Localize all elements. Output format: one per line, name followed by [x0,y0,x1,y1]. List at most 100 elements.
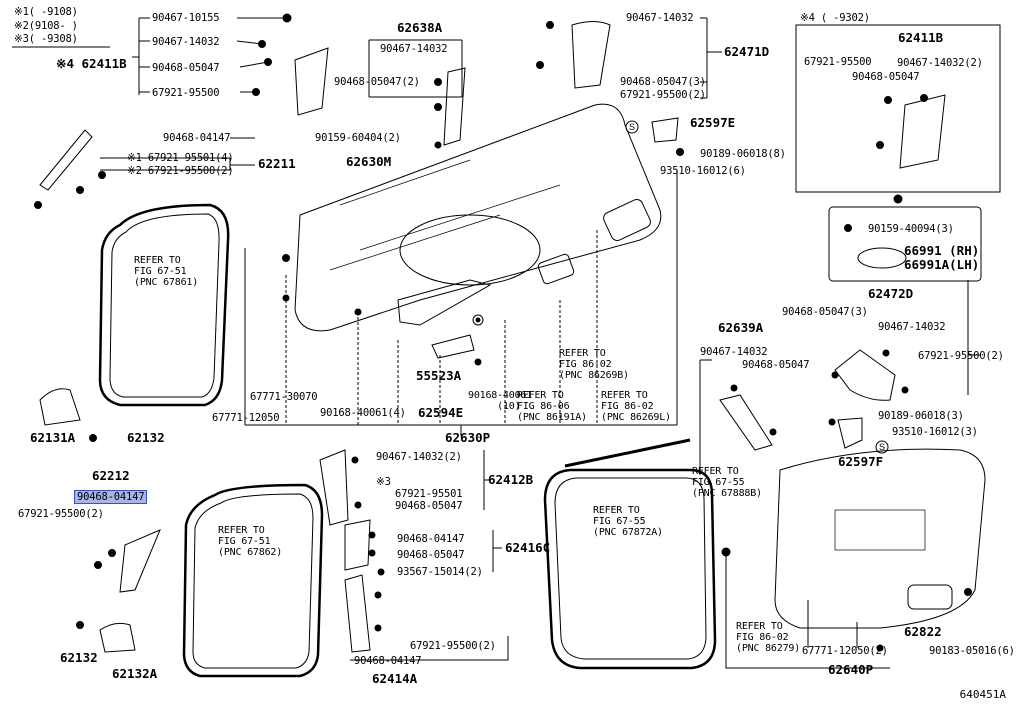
bracket-62630P [244,170,678,436]
part-number-90468-05047[interactable]: 90468-05047(2) [334,76,420,88]
part-number-66991A[interactable]: 66991A(LH) [904,257,980,272]
bracket-62412B [483,450,490,510]
part-number-67921-95500[interactable]: 67921-95500(2) [620,89,706,101]
part-number-62411B-left[interactable]: ※4 62411B [56,56,127,71]
part-number-62472D[interactable]: 62472D [868,286,914,301]
reference-fig-86-02-c[interactable]: REFER TO FIG 86-02 (PNC 86279) [736,621,801,654]
reference-fig-67-51-b[interactable]: REFER TO FIG 67-51 (PNC 67862) [218,525,283,558]
weatherstrip-67872A-inner [554,477,707,660]
part-number-67921-95500[interactable]: 67921-95500 [152,87,220,99]
part-number-90467-14032[interactable]: 90467-14032 [878,321,946,333]
part-number-62131A[interactable]: 62131A [30,430,76,445]
pillar-62411B-variant [899,94,946,169]
part-number-62211[interactable]: 62211 [258,156,296,171]
part-number-62414A[interactable]: 62414A [372,671,418,686]
part-number-62132A[interactable]: 62132A [112,666,158,681]
part-number-93510-16012[interactable]: 93510-16012(3) [892,426,978,438]
part-number-62822[interactable]: 62822 [904,624,942,639]
part-number-90168-40061-4[interactable]: 90168-40061(4) [320,407,406,419]
part-number-90467-14032[interactable]: 90467-14032(2) [376,451,462,463]
pillar-62412B [319,449,349,526]
svg-text:S: S [879,442,885,452]
part-number-62597F[interactable]: 62597F [838,454,884,469]
duct-62822 [907,584,953,610]
part-number-62597E[interactable]: 62597E [690,115,736,130]
part-number-67771-12050[interactable]: 67771-12050 [212,412,280,424]
bracket-62471D [700,17,722,99]
part-number-62416C[interactable]: 62416C [505,540,551,555]
legend-row-2: ※2(9108- ) [14,20,78,32]
part-number-62411B-variant[interactable]: 62411B [898,30,944,45]
part-number-62212[interactable]: 62212 [92,468,130,483]
part-number-93510-16012[interactable]: 93510-16012(6) [660,165,746,177]
part-number-62630M[interactable]: 62630M [346,154,392,169]
cover-62132A [99,622,136,653]
part-number-62471D[interactable]: 62471D [724,44,770,59]
part-number-67771-12050[interactable]: 67771-12050(2) [802,645,888,657]
part-number-67921-95500[interactable]: 67921-95500(2) [410,640,496,652]
symbol-S-top [625,120,639,134]
connector-dot-62640P [721,547,731,557]
part-number-90467-14032[interactable]: 90467-14032 [152,36,220,48]
part-number-90467-14032[interactable]: 90467-14032 [380,43,448,55]
part-number-55523A[interactable]: 55523A [416,368,462,383]
part-number-67921-95500[interactable]: ※2 67921-95500(2) [127,165,234,177]
part-number-62638A[interactable]: 62638A [397,20,443,35]
part-number-90468-05047[interactable]: 90468-05047 [152,62,220,74]
part-number-67921-95501[interactable]: 67921-95501 [395,488,463,500]
part-number-90468-05047[interactable]: 90468-05047 [397,549,465,561]
part-number-62639A[interactable]: 62639A [718,320,764,335]
figure-id: 640451A [959,688,1006,701]
part-number-90183-05016[interactable]: 90183-05016(6) [929,645,1015,657]
part-number-67771-30070[interactable]: 67771-30070 [250,391,318,403]
part-number-90189-06018[interactable]: 90189-06018(3) [878,410,964,422]
connector-dot-panel [472,314,484,326]
part-number-90467-14032[interactable]: 90467-14032(2) [897,57,983,69]
reference-fig-86-02-b[interactable]: REFER TO FIG 86-02 (PNC 86269L) [601,390,671,423]
legend-row-3: ※3( -9308) [14,33,78,45]
part-number-62132[interactable]: 62132 [60,650,98,665]
bracket-55523A [431,334,475,359]
part-number-90468-05047[interactable]: 90468-05047(3) [782,306,868,318]
tray-62594E [397,279,492,326]
part-number-62640P[interactable]: 62640P [828,662,874,677]
part-number-90468-04147[interactable]: 90468-04147 [397,533,465,545]
part-number-90159-60404[interactable]: 90159-60404(2) [315,132,401,144]
part-number-90468-05047[interactable]: 90468-05047 [742,359,810,371]
garnish-62211 [39,129,93,191]
part-number-66991[interactable]: 66991 (RH) [904,243,980,258]
panel-62640P-pocket [834,509,926,551]
pillar-62414A [344,574,371,653]
bracket-62416C [492,530,502,572]
part-number-93567-15014[interactable]: 93567-15014(2) [397,566,483,578]
part-number-62412B[interactable]: 62412B [488,472,534,487]
reference-fig-86-06[interactable]: REFER TO FIG 86-06 (PNC 86191A) [517,390,587,423]
part-number-90468-05047[interactable]: 90468-05047 [395,500,463,512]
part-number-90468-04147[interactable]: 90468-04147 [354,655,422,667]
part-number-90189-06018[interactable]: 90189-06018(8) [700,148,786,160]
part-number-90467-10155[interactable]: 90467-10155 [152,12,220,24]
part-number-67921-95500[interactable]: 67921-95500(2) [918,350,1004,362]
part-number-90467-14032[interactable]: 90467-14032 [626,12,694,24]
part-number-67921-95501[interactable]: ※1 67921-95501(4) [127,152,234,164]
part-number-90467-14032[interactable]: 90467-14032 [700,346,768,358]
reference-fig-67-55-a[interactable]: REFER TO FIG 67-55 (PNC 67872A) [593,505,663,538]
part-number-62132[interactable]: 62132 [127,430,165,445]
part-number-90168-40061-10[interactable]: 90168-40061 (10) [468,390,533,412]
part-number-62594E[interactable]: 62594E [418,405,464,420]
part-number-90468-04147-selected[interactable]: 90468-04147 [73,490,148,504]
part-number-90468-05047[interactable]: 90468-05047(3) [620,76,706,88]
reference-fig-67-51-a[interactable]: REFER TO FIG 67-51 (PNC 67861) [134,255,199,288]
part-number-67921-95500[interactable]: 67921-95500(2) [18,508,104,520]
part-number-90159-40094[interactable]: 90159-40094(3) [868,223,954,235]
part-number-90468-05047[interactable]: 90468-05047 [852,71,920,83]
reference-fig-67-55-b[interactable]: REFER TO FIG 67-55 (PNC 67888B) [692,466,762,499]
speaker-recess [399,214,541,286]
weatherstrip-67861-inner [109,213,220,398]
part-number-67921-95500[interactable]: 67921-95500 [804,56,872,68]
part-number-90468-04147[interactable]: 90468-04147 [163,132,231,144]
pillar-62472D [834,349,896,401]
part-number-62630P[interactable]: 62630P [445,430,491,445]
reference-fig-86-02-a[interactable]: REFER TO FIG 86-02 (PNC 86269B) [559,348,629,381]
